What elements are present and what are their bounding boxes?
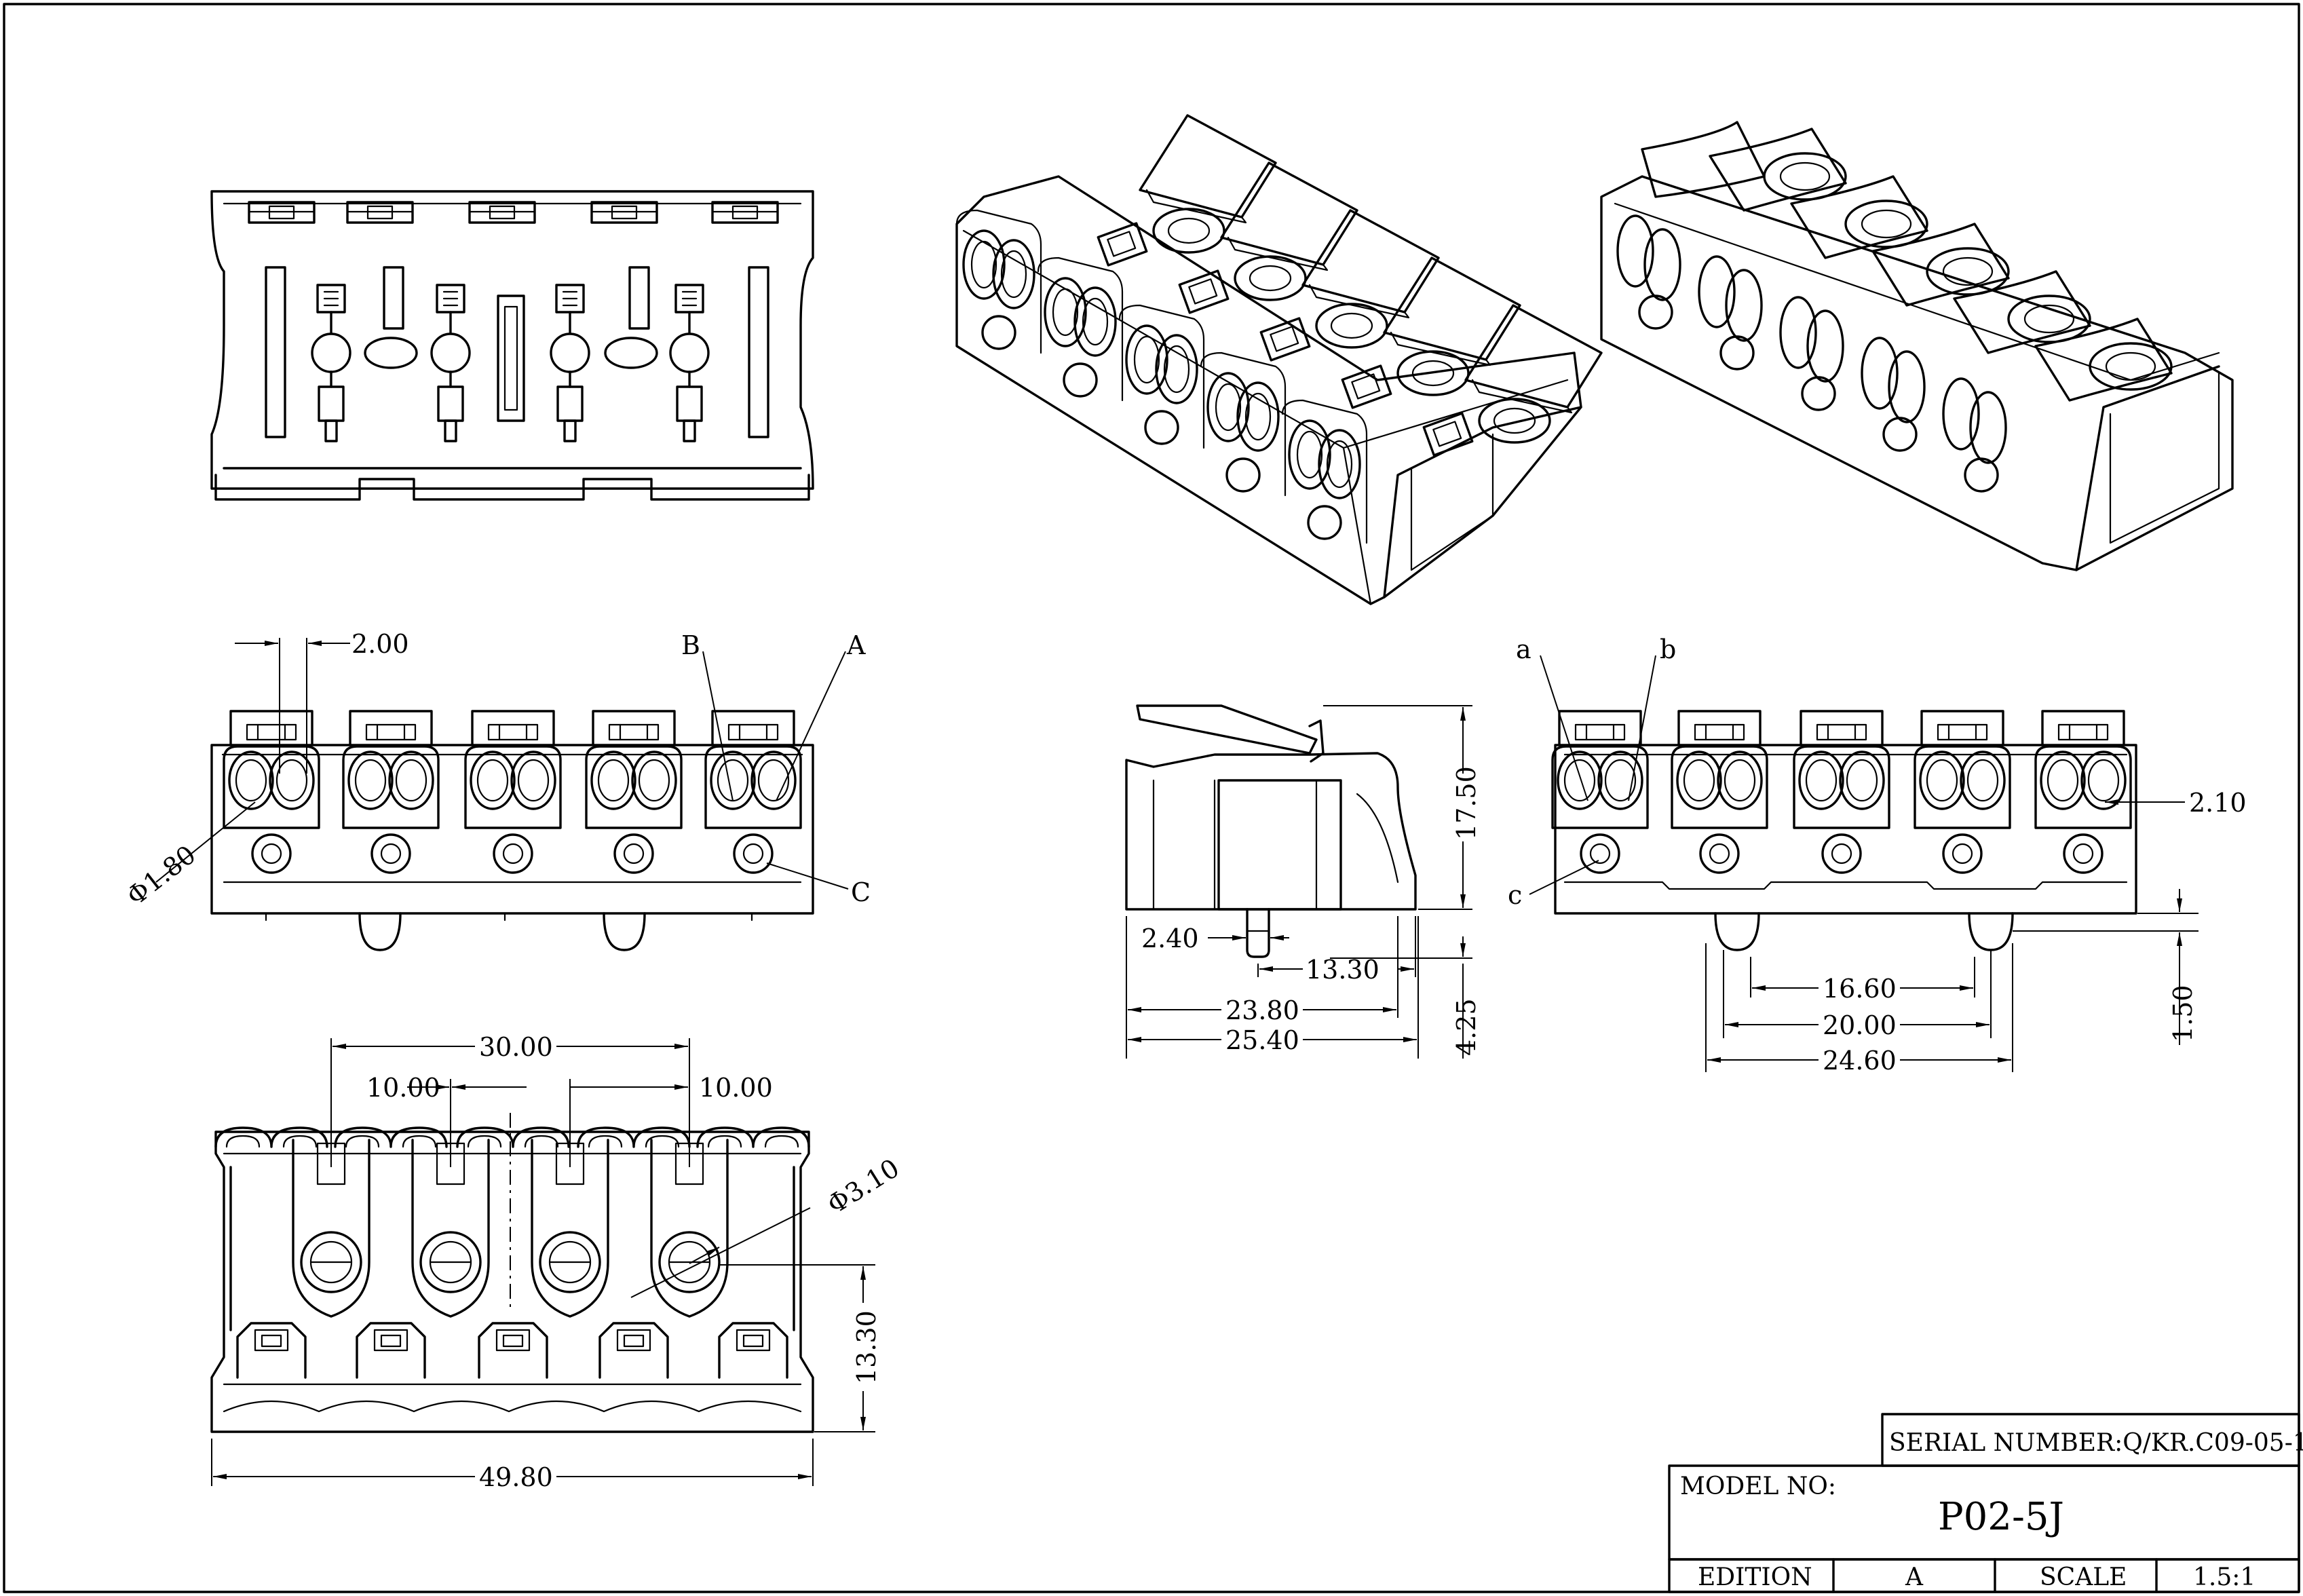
isometric-view-right [1600, 121, 2234, 571]
dim-13-30-horizontal: 13.30 [1306, 955, 1379, 985]
callout-B: B [681, 630, 700, 660]
scale-label: SCALE [2040, 1563, 2127, 1591]
edition-label: EDITION [1698, 1563, 1812, 1591]
dim-24-60: 24.60 [1823, 1046, 1897, 1076]
dim-20-00: 20.00 [1823, 1010, 1897, 1040]
callout-c: c [1508, 880, 1522, 910]
top-view [210, 190, 814, 501]
dim-1-50: 1.50 [2168, 985, 2198, 1042]
edition-value: A [1905, 1563, 1924, 1591]
side-view [1125, 704, 1417, 958]
dim-49-80: 49.80 [479, 1462, 553, 1492]
back-view-dimensions: a b c 2.10 1.50 16.60 20.00 24.60 [1508, 634, 2247, 1076]
bottom-view [210, 1113, 814, 1433]
dim-phi-3-10: Φ3.10 [822, 1153, 904, 1220]
title-block: SERIAL NUMBER:Q/KR.C09-05-186 MODEL NO: … [1668, 1413, 2303, 1593]
dim-2-40: 2.40 [1141, 924, 1199, 953]
front-view-dimensions: 2.00 Φ1.80 B A C [121, 629, 871, 911]
callout-C: C [851, 877, 871, 907]
back-view [1551, 710, 2137, 951]
serial-number: SERIAL NUMBER:Q/KR.C09-05-186 [1889, 1429, 2303, 1457]
front-view [210, 710, 814, 951]
dim-23-80: 23.80 [1225, 995, 1299, 1025]
dim-2-00: 2.00 [351, 629, 409, 659]
callout-b: b [1660, 634, 1676, 664]
model-label: MODEL NO: [1680, 1472, 1836, 1500]
dim-10-00-right: 10.00 [699, 1073, 773, 1103]
callout-A: A [846, 630, 866, 660]
dim-4-25: 4.25 [1451, 998, 1481, 1056]
dim-30-00: 30.00 [479, 1032, 553, 1062]
dim-17-50: 17.50 [1451, 766, 1481, 840]
dim-16-60: 16.60 [1823, 974, 1897, 1004]
side-view-dimensions: 17.50 2.40 13.30 23.80 25.40 4.25 [1126, 705, 1481, 1059]
dim-13-30-vertical: 13.30 [852, 1310, 881, 1384]
dim-25-40: 25.40 [1225, 1025, 1299, 1055]
scale-value: 1.5:1 [2193, 1563, 2256, 1591]
dim-phi-1-80: Φ1.80 [121, 839, 201, 911]
sheet-border [3, 3, 2300, 1593]
dim-2-10: 2.10 [2189, 788, 2247, 818]
callout-a: a [1516, 634, 1531, 664]
model-number: P02-5J [1938, 1495, 2064, 1539]
dim-10-00-left: 10.00 [366, 1073, 440, 1103]
isometric-view-left [955, 114, 1603, 605]
